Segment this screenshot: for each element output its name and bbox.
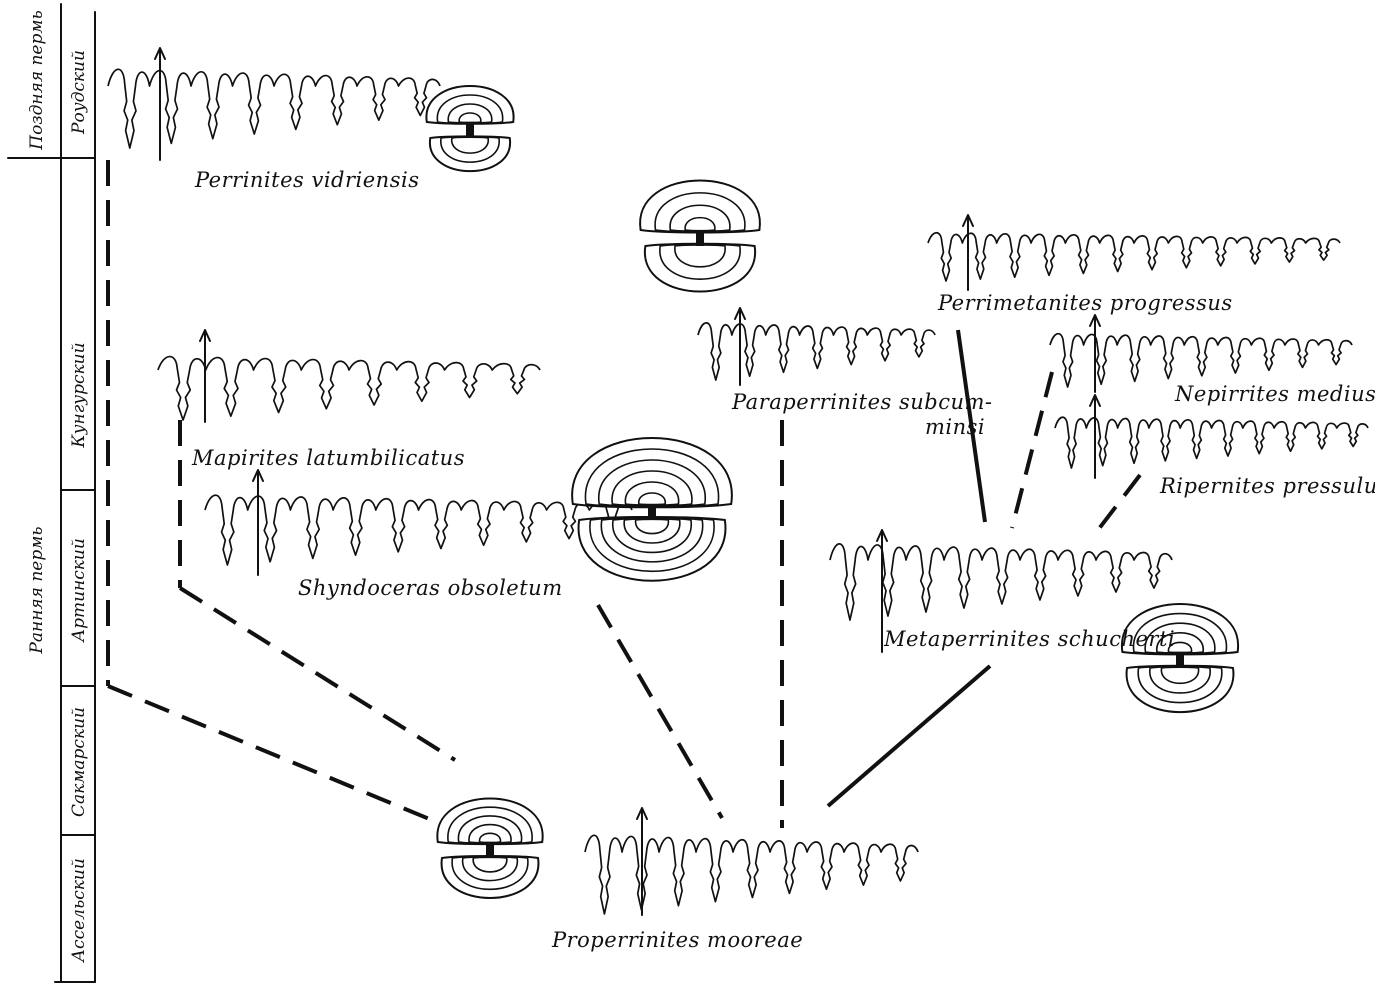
suture-properrinites-mooreae-line	[584, 834, 919, 915]
label-ripernites-pressulus: Ripernites pressulus	[1159, 474, 1375, 498]
ventral-arrow-icon	[1089, 314, 1101, 393]
suture-shyndoceras-obsoletum	[204, 469, 633, 576]
stage-label-artinskian: Артинский	[69, 538, 89, 643]
whorl-section-lower	[644, 242, 756, 293]
link-schucherti-medius	[1010, 371, 1054, 529]
link-schucherti-pressulus	[1096, 473, 1142, 532]
suture-lines	[107, 47, 1369, 916]
suture-properrinites-mooreae	[584, 807, 919, 916]
suture-metaperrinites-schucherti	[829, 529, 1173, 653]
whorl-section-lower	[1125, 664, 1235, 714]
label-perrinites-vidriensis: Perrinites vidriensis	[194, 168, 419, 192]
whorl-section-lower	[674, 244, 726, 268]
label-metaperrinites-schucherti: Metaperrinites schucherti	[883, 627, 1175, 651]
label-shyndoceras-obsoletum: Shyndoceras obsoletum	[298, 576, 563, 600]
ventral-arrow-icon	[252, 469, 264, 576]
suture-perrinites-vidriensis	[107, 47, 441, 161]
whorl-section-lower	[440, 854, 540, 899]
suture-perrimetanites-progressus	[927, 214, 1341, 291]
label-perrimetanites-progressus: Perrimetanites progressus	[937, 291, 1233, 315]
suture-perrinites-vidriensis-line	[107, 68, 441, 149]
whorl-section-upper	[425, 85, 515, 125]
period-label-early-permian: Ранняя пермь	[27, 526, 47, 654]
ventral-arrow-icon	[734, 307, 746, 386]
whorl-section-lower	[634, 518, 670, 535]
suture-ripernites-pressulus	[1054, 394, 1369, 479]
whorl-section-upper	[478, 832, 502, 844]
suture-paraperrinites-subcumminsi-line	[697, 322, 936, 381]
suture-shyndoceras-obsoletum-line	[204, 494, 633, 566]
shell-perrinites-vidriensis	[425, 85, 515, 173]
suture-mapirites-latumbilicatus-line	[157, 355, 541, 421]
stratigraphic-column: Поздняя пермь Ранняя пермь Роудский Кунг…	[7, 3, 96, 983]
whorl-section-lower	[472, 856, 508, 873]
stage-label-kungurian: Кунгурский	[69, 342, 89, 448]
suture-paraperrinites-subcumminsi	[697, 307, 936, 386]
label-paraperrinites-subcumminsi-2: minsi	[925, 415, 985, 439]
whorl-section-upper	[639, 179, 761, 234]
link-schucherti-progressus	[956, 329, 987, 523]
suture-metaperrinites-schucherti-line	[829, 543, 1173, 621]
whorl-section-upper	[684, 216, 716, 232]
whorl-section-upper	[637, 492, 667, 506]
shell-properrinites-mooreae	[436, 797, 544, 899]
umbilicus-mark	[466, 122, 474, 138]
whorl-section-lower	[1160, 666, 1200, 685]
link-mooreae-vidriensis-base	[107, 684, 469, 837]
stage-label-sakmarian: Сакмарский	[69, 707, 89, 817]
whorl-section-upper	[458, 112, 482, 124]
suture-perrimetanites-progressus-line	[927, 231, 1341, 282]
shell-shyndoceras-obsoletum	[571, 437, 733, 582]
whorl-section-upper	[1167, 641, 1193, 654]
suture-nepirrites-medius	[1049, 314, 1353, 393]
ventral-arrow-icon	[876, 529, 888, 653]
ventral-arrow-icon	[199, 329, 211, 423]
umbilicus-mark	[648, 504, 656, 520]
suture-mapirites-latumbilicatus	[157, 329, 541, 423]
whorl-section-lower	[451, 136, 489, 154]
suture-nepirrites-medius-line	[1049, 332, 1353, 388]
label-nepirrites-medius: Nepirrites medius,	[1174, 382, 1375, 406]
umbilicus-mark	[486, 842, 494, 858]
label-mapirites-latumbilicatus: Mapirites latumbilicatus	[191, 446, 465, 470]
stage-label-roudian: Роудский	[69, 50, 89, 135]
shell-metaperrinites-schucherti	[1121, 603, 1239, 714]
link-mooreae-obsoletum	[596, 603, 724, 820]
suture-ripernites-pressulus-line	[1054, 416, 1369, 469]
umbilicus-mark	[696, 230, 704, 246]
period-label-late-permian: Поздняя пермь	[27, 10, 47, 150]
ventral-arrow-icon	[1089, 394, 1101, 479]
link-mooreae-schucherti	[826, 664, 992, 808]
phylogeny-links	[106, 160, 1142, 837]
label-properrinites-mooreae: Properrinites mooreae	[551, 928, 803, 952]
taxon-labels: Perrinites vidriensis Perrimetanites pro…	[191, 168, 1375, 952]
label-paraperrinites-subcumminsi-1: Paraperrinites subcum-	[731, 390, 993, 414]
shell-cross-sections	[425, 85, 1239, 899]
link-mooreae-latumbilicatus	[178, 586, 457, 762]
ventral-arrow-icon	[962, 214, 974, 291]
shell-paraperrinites-subcumminsi	[639, 179, 761, 293]
ventral-arrow-icon	[636, 807, 648, 916]
umbilicus-mark	[1176, 652, 1184, 668]
ventral-arrow-icon	[154, 47, 166, 161]
stage-label-asselian: Ассельский	[69, 858, 89, 963]
